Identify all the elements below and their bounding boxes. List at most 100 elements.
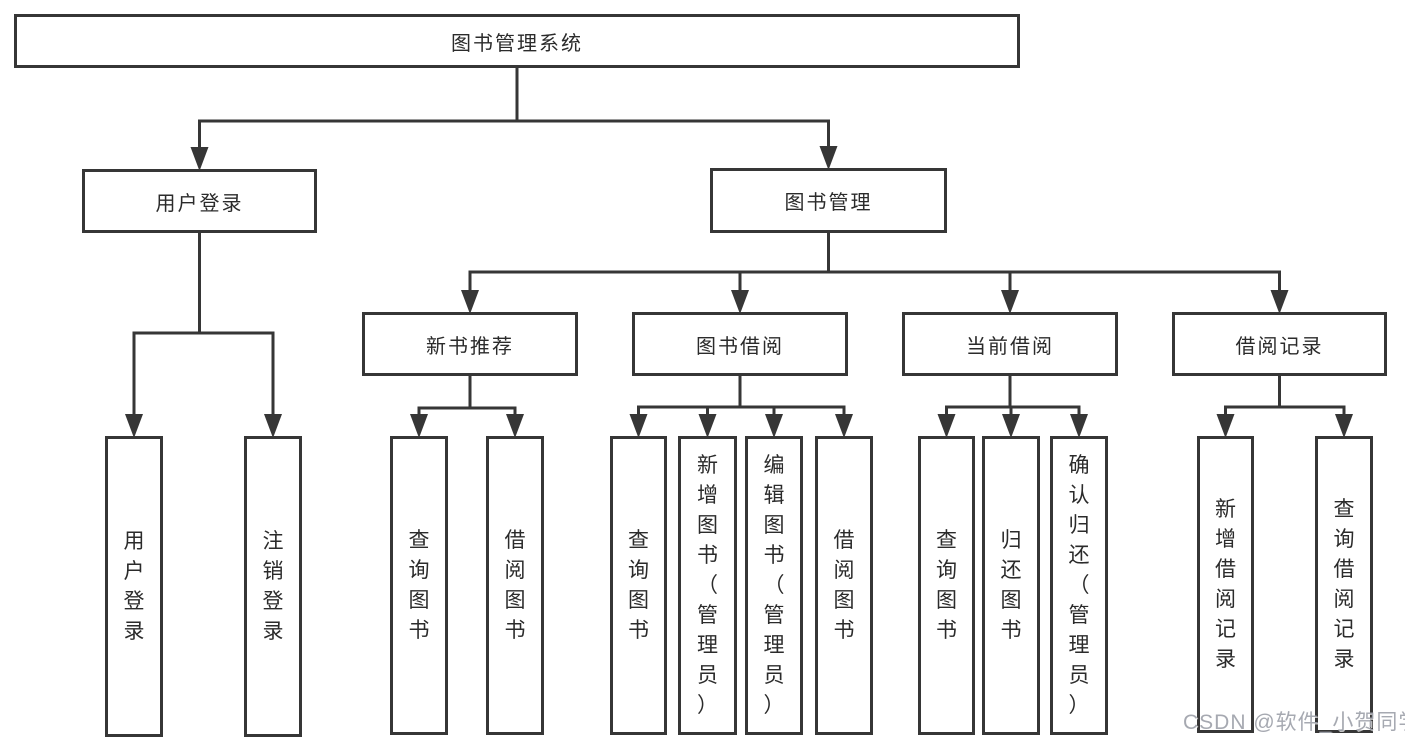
node-label-char: 新 [1215,497,1236,521]
node-label-char: 书 [504,618,526,642]
node-label-char: 书 [408,618,430,642]
arrowhead-icon [410,414,428,438]
node-root: 图书管理系统 [14,14,1020,68]
node-leaf-bb-add: 新增图书（管理员） [678,436,737,735]
node-label: 用户登录 [155,192,244,215]
node-leaf-br-query: 查询借阅记录 [1315,436,1373,733]
node-label-char: 登 [262,589,284,613]
node-label-char: （ [763,573,785,597]
arrowhead-icon [937,414,956,438]
node-label-char: 图 [763,513,785,537]
node-label-char: 查 [628,528,649,552]
node-label-char: 管 [1068,603,1090,627]
arrowhead-icon [190,147,209,171]
node-leaf-bb-borrow: 借阅图书 [815,436,873,735]
node-label-char: 归 [1068,513,1090,537]
node-label: 编辑图书（管理员） [748,451,800,721]
arrowhead-icon [264,414,282,438]
node-label: 查询图书 [393,526,445,646]
node-book-management: 图书管理 [710,168,947,233]
node-label-char: （ [697,573,718,597]
node-label-char: 询 [1333,527,1355,551]
node-borrowing-records: 借阅记录 [1172,312,1387,376]
node-leaf-bb-query: 查询图书 [610,436,667,735]
node-label-char: 销 [262,559,284,583]
node-label-char: 阅 [504,558,526,582]
node-label-char: 图 [936,588,957,612]
node-label-char: 注 [262,529,284,553]
node-label-char: 借 [1333,557,1355,581]
node-label: 查询借阅记录 [1318,495,1370,675]
node-leaf-cb-query: 查询图书 [918,436,975,735]
node-label-char: 询 [408,558,430,582]
node-new-book-recommend: 新书推荐 [362,312,578,376]
node-label-char: 图 [697,513,718,537]
node-label-char: 还 [1068,543,1090,567]
node-leaf-logout: 注销登录 [244,436,302,737]
node-current-borrowing: 当前借阅 [902,312,1118,376]
arrowhead-icon [819,146,838,170]
node-label: 注销登录 [247,527,299,647]
node-label-char: 图 [408,588,430,612]
arrowhead-icon [835,414,853,438]
node-leaf-bb-edit: 编辑图书（管理员） [745,436,803,735]
node-label-char: 新 [697,453,718,477]
node-label-char: 还 [1000,558,1022,582]
node-label-char: 阅 [1333,587,1355,611]
node-label-char: 记 [1333,617,1355,641]
node-leaf-nb-query: 查询图书 [390,436,448,735]
node-leaf-br-add: 新增借阅记录 [1197,436,1254,733]
arrowhead-icon [1002,414,1020,438]
node-label-char: 查 [408,528,430,552]
arrowhead-icon [698,414,717,438]
node-label-char: 理 [1068,633,1090,657]
arrowhead-icon [765,414,783,438]
node-label: 查询图书 [613,526,664,646]
node-leaf-cb-return: 归还图书 [982,436,1040,735]
arrowhead-icon [1270,290,1289,314]
arrowhead-icon [629,414,648,438]
node-label-char: 询 [628,558,649,582]
node-label-char: 录 [1333,647,1355,671]
node-label-char: ） [763,693,785,717]
node-label: 新书推荐 [426,335,514,358]
node-label-char: 增 [697,483,718,507]
node-label-char: 用 [123,529,145,553]
node-label-char: 员 [697,663,718,687]
node-label-char: 图 [833,588,855,612]
node-label: 新增借阅记录 [1200,495,1251,675]
node-user-login: 用户登录 [82,169,317,233]
node-label-char: 查 [1333,497,1355,521]
node-label-char: 图 [1000,588,1022,612]
node-label-char: 录 [123,619,145,643]
node-label-char: 图 [504,588,526,612]
node-label-char: 书 [763,543,785,567]
node-label-char: 归 [1000,528,1022,552]
node-label-char: （ [1068,573,1090,597]
node-label-char: 员 [763,663,785,687]
node-label: 用户登录 [108,527,160,647]
arrowhead-icon [1216,414,1235,438]
node-leaf-nb-borrow: 借阅图书 [486,436,544,735]
node-label-char: 查 [936,528,957,552]
arrowhead-icon [125,414,143,438]
watermark: CSDN @软件_小贺同学 [1183,711,1405,734]
node-label-char: 书 [697,543,718,567]
node-label: 借阅图书 [489,526,541,646]
arrowhead-icon [461,290,479,314]
arrowhead-icon [506,414,524,438]
node-label-char: 图 [628,588,649,612]
node-label-char: 员 [1068,663,1090,687]
node-leaf-user-login: 用户登录 [105,436,163,737]
node-label-char: 增 [1215,527,1236,551]
node-label-char: 确 [1068,453,1090,477]
node-label-char: 询 [936,558,957,582]
node-leaf-cb-confirm: 确认归还（管理员） [1050,436,1108,735]
arrowhead-icon [1070,414,1088,438]
node-label-char: 借 [1215,557,1236,581]
node-label-char: 记 [1215,617,1236,641]
arrowhead-icon [1335,414,1353,438]
arrowhead-icon [1001,290,1019,314]
node-label-char: 编 [763,453,785,477]
